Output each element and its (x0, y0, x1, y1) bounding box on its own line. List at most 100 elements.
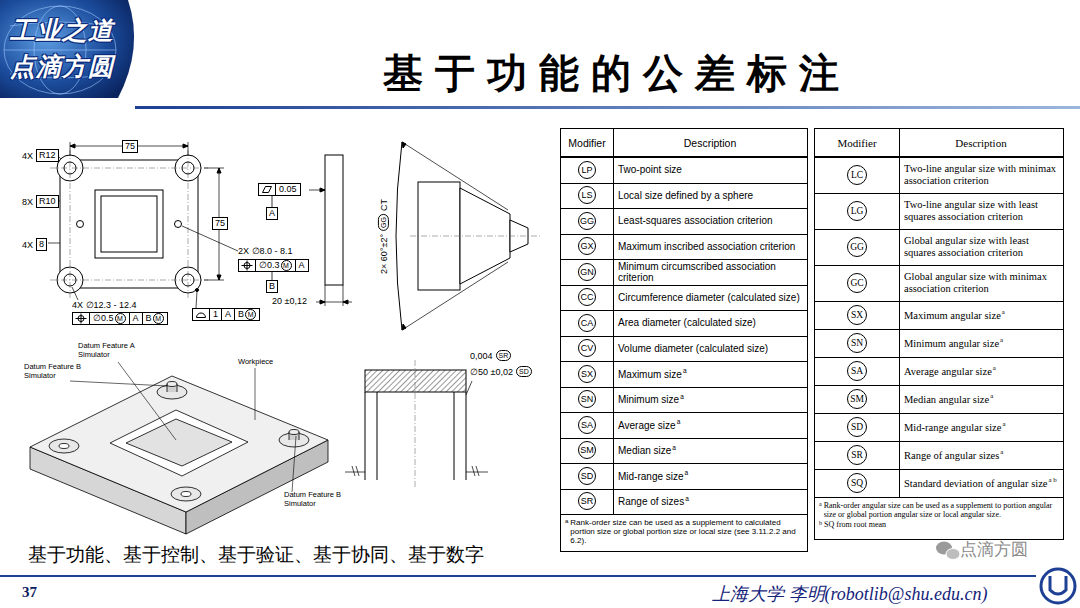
plate-top-view (196, 289, 199, 292)
plate-top-view (320, 300, 348, 304)
modifier-code: SR (581, 496, 594, 506)
description: Maximum size (618, 369, 682, 380)
section-drawing (365, 392, 466, 480)
description: Two-line angular size with minimax assoc… (904, 163, 1056, 186)
page-number: 37 (22, 584, 37, 601)
plate-top-view (70, 142, 188, 156)
watermark: 点滴方圆 (960, 540, 1028, 560)
footnote-marker: a (1002, 420, 1005, 427)
footer-credit: 上海大学 李明(robotlib@shu.edu.cn) (712, 582, 987, 606)
table-rule (561, 514, 807, 515)
section-drawing (365, 370, 466, 392)
description-text: Standard deviation of angular sizea b (904, 476, 1057, 489)
table-rule (561, 387, 807, 388)
description-cell: Mid-range sizea (618, 463, 802, 489)
frame-cell: A (295, 260, 308, 271)
description-text: Global angular size with least squares a… (904, 235, 1058, 259)
description: Maximum angular size (904, 310, 1001, 321)
modifier-symbol: GG (378, 214, 389, 231)
description-text: Least-squares association criterion (618, 215, 773, 226)
frame-cell (239, 260, 255, 271)
modifier-code: GG (850, 242, 864, 252)
datum-leader (272, 196, 273, 207)
material-modifier: M (245, 309, 256, 320)
table-rule (815, 156, 1063, 158)
isometric-fixture (289, 430, 299, 435)
frame-cell: BM (142, 313, 167, 324)
description-cell: Mid-range angular sizea (904, 413, 1058, 441)
description-text: Minimum sizea (618, 393, 684, 406)
frame-cell (73, 313, 89, 324)
footnote: bSQ from root mean (819, 520, 1056, 529)
logo-globe (4, 6, 116, 94)
description-cell: Area diameter (calculated size) (618, 310, 802, 336)
modifier-code: SD (519, 368, 529, 375)
label-group: ∅50 ±0,02SD (470, 366, 532, 377)
description-text: Range of angular sizesa (904, 448, 1003, 461)
frame-value: A (133, 313, 139, 324)
description-text: Global angular size with minimax associa… (904, 271, 1058, 295)
modifier-code: GN (580, 267, 594, 277)
dimension-value: R12 (39, 150, 56, 160)
description-text: Two-line angular size with least squares… (904, 199, 1058, 223)
modifier-code: SQ (851, 478, 863, 488)
modifier-circle: SD (847, 417, 867, 437)
modifier-circle: LP (578, 161, 596, 179)
feature-control-frame: 0.05 (258, 183, 301, 196)
modifier-circle: SR (578, 492, 596, 510)
description: Range of sizes (618, 496, 684, 507)
callout-label: Datum Feature B Simulator (284, 490, 346, 508)
label-group: 0,004SR (470, 350, 511, 361)
modifier-code: SM (850, 394, 864, 404)
description-cell: Maximum inscribed association criterion (618, 234, 802, 260)
table-header-cell: Description (614, 129, 806, 157)
isometric-fixture (30, 376, 328, 512)
material-modifier: M (115, 313, 126, 324)
title-rule (135, 106, 1080, 109)
frame-value: A (299, 260, 305, 271)
modifier-code: SD (851, 422, 863, 432)
wechat-icon (946, 549, 960, 560)
pos-symbol (75, 313, 87, 324)
modifier-circle: CA (578, 314, 596, 332)
description: Local size defined by a sphere (618, 190, 753, 201)
modifier-circle: SM (578, 441, 596, 459)
thickness-dimension: 20 ±0,12 (272, 296, 307, 306)
description: Mid-range size (618, 471, 684, 482)
plate-top-view (320, 188, 325, 192)
frame-value: B (238, 309, 244, 320)
frame-cell (259, 184, 275, 195)
logo-globe (4, 50, 116, 51)
callout-label: Workpiece (238, 357, 273, 366)
table-rule (561, 310, 807, 311)
description-text: Median angular sizea (904, 392, 993, 405)
modifier-circle: CV (578, 339, 596, 357)
footnote-marker: a (685, 469, 689, 476)
modifier-code: SX (851, 310, 863, 320)
description-cell: Minimum angular sizea (904, 329, 1058, 357)
pos-symbol (78, 316, 84, 322)
footnote-marker: a (677, 418, 681, 425)
cone-drawing (402, 142, 406, 330)
modifier-circle: SX (578, 365, 596, 383)
flat-symbol (261, 184, 273, 195)
label-group: 4X8 (22, 238, 47, 251)
table-rule (613, 129, 614, 514)
dimension-value: R10 (39, 196, 56, 206)
pos-symbol (244, 263, 250, 269)
callout-label: Datum Feature B Simulator (24, 362, 94, 380)
plate-top-view (77, 221, 84, 228)
modifier-code: SD (581, 471, 594, 481)
description: Range of angular sizes (904, 450, 999, 461)
table-rule (561, 336, 807, 337)
pos-symbol (241, 260, 253, 271)
frame-value: 0.05 (279, 184, 297, 195)
description-cell: Local size defined by a sphere (618, 183, 802, 209)
cone-drawing (396, 142, 402, 330)
footnote-marker: b (819, 520, 822, 527)
description: Global angular size with minimax associa… (904, 271, 1047, 294)
frame-cell: ∅0.5M (89, 313, 129, 324)
table-rule (561, 183, 807, 184)
description-cell: Median angular sizea (904, 385, 1058, 413)
